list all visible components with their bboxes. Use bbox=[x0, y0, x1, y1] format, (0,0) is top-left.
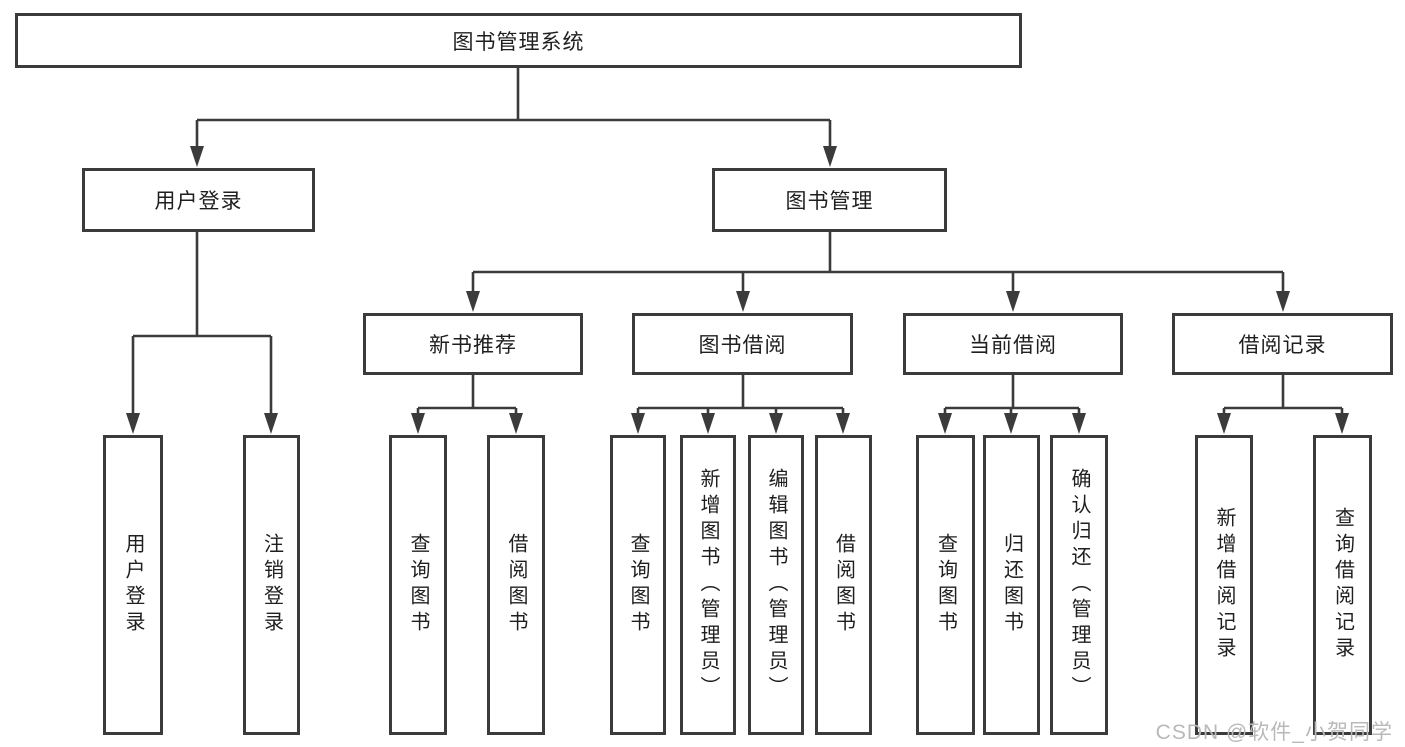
node-book-mgmt-label: 图书管理 bbox=[785, 190, 874, 213]
node-leaf-bb-query: 查询图书 bbox=[610, 435, 666, 735]
arrowhead-bb-query bbox=[631, 413, 645, 434]
node-current-borrow: 当前借阅 bbox=[903, 313, 1123, 375]
arrowhead-br-add bbox=[1217, 413, 1231, 434]
arrowhead-book-borrow bbox=[736, 291, 750, 312]
node-root-label: 图书管理系统 bbox=[452, 30, 585, 54]
arrowhead-cb-return bbox=[1004, 413, 1018, 434]
leaf-nb-query-label: 查询图书 bbox=[407, 533, 429, 637]
node-leaf-cb-return: 归还图书 bbox=[983, 435, 1040, 735]
node-leaf-user-login: 用户登录 bbox=[103, 435, 163, 735]
edge-root-to-level2 bbox=[195, 68, 832, 148]
node-leaf-bb-add: 新增图书（管理员） bbox=[680, 435, 736, 735]
leaf-bb-edit-label: 编辑图书（管理员） bbox=[765, 468, 787, 702]
node-leaf-nb-query: 查询图书 bbox=[389, 435, 447, 735]
leaf-logout-label: 注销登录 bbox=[260, 533, 283, 637]
arrowhead-book-mgmt bbox=[823, 146, 837, 167]
arrowhead-nb-borrow bbox=[509, 413, 523, 434]
arrowhead-current-borrow bbox=[1006, 291, 1020, 312]
edge-new-book-children bbox=[416, 375, 518, 414]
csdn-watermark: CSDN @软件_小贺同学 bbox=[1155, 721, 1393, 744]
node-borrow-record-label: 借阅记录 bbox=[1238, 334, 1327, 357]
edge-borrow-record-children bbox=[1222, 375, 1344, 414]
node-borrow-record: 借阅记录 bbox=[1172, 313, 1393, 375]
edge-current-borrow-children bbox=[943, 375, 1081, 414]
node-leaf-br-query: 查询借阅记录 bbox=[1313, 435, 1372, 735]
node-leaf-bb-edit: 编辑图书（管理员） bbox=[748, 435, 804, 735]
arrowhead-br-query bbox=[1335, 413, 1349, 434]
arrowhead-leaf-login bbox=[126, 413, 140, 434]
node-book-borrow-label: 图书借阅 bbox=[698, 334, 787, 357]
leaf-cb-query-label: 查询图书 bbox=[934, 533, 957, 637]
node-leaf-logout: 注销登录 bbox=[243, 435, 300, 735]
node-leaf-cb-confirm: 确认归还（管理员） bbox=[1050, 435, 1108, 735]
edge-book-mgmt-children bbox=[471, 232, 1285, 292]
leaf-br-query-label: 查询借阅记录 bbox=[1331, 507, 1354, 663]
leaf-bb-query-label: 查询图书 bbox=[627, 533, 649, 637]
arrowhead-cb-query bbox=[938, 413, 952, 434]
leaf-br-add-label: 新增借阅记录 bbox=[1213, 507, 1235, 663]
leaf-bb-add-label: 新增图书（管理员） bbox=[697, 468, 719, 702]
node-new-book-recommend: 新书推荐 bbox=[363, 313, 583, 375]
edge-book-borrow-children bbox=[636, 375, 845, 414]
arrowhead-nb-query bbox=[411, 413, 425, 434]
node-user-login-label: 用户登录 bbox=[154, 190, 243, 213]
node-root-system: 图书管理系统 bbox=[15, 13, 1022, 68]
arrowhead-bb-borrow bbox=[836, 413, 850, 434]
node-current-borrow-label: 当前借阅 bbox=[969, 334, 1057, 357]
node-book-mgmt: 图书管理 bbox=[712, 168, 947, 232]
arrowhead-user-login bbox=[190, 146, 204, 167]
arrowhead-cb-confirm bbox=[1072, 413, 1086, 434]
leaf-bb-borrow-label: 借阅图书 bbox=[832, 533, 855, 637]
arrowhead-bb-edit bbox=[769, 413, 783, 434]
node-leaf-nb-borrow: 借阅图书 bbox=[487, 435, 545, 735]
node-leaf-cb-query: 查询图书 bbox=[916, 435, 975, 735]
node-leaf-br-add: 新增借阅记录 bbox=[1195, 435, 1253, 735]
node-user-login: 用户登录 bbox=[82, 168, 315, 232]
leaf-user-login-label: 用户登录 bbox=[122, 533, 144, 637]
arrowhead-leaf-logout bbox=[264, 413, 278, 434]
leaf-nb-borrow-label: 借阅图书 bbox=[505, 533, 527, 637]
node-new-book-recommend-label: 新书推荐 bbox=[429, 334, 517, 357]
arrowhead-bb-add bbox=[701, 413, 715, 434]
arrowhead-new-book bbox=[466, 291, 480, 312]
leaf-cb-confirm-label: 确认归还（管理员） bbox=[1068, 468, 1090, 702]
node-book-borrow: 图书借阅 bbox=[632, 313, 853, 375]
leaf-cb-return-label: 归还图书 bbox=[1000, 533, 1023, 637]
arrowhead-borrow-record bbox=[1276, 291, 1290, 312]
node-leaf-bb-borrow: 借阅图书 bbox=[815, 435, 872, 735]
edge-user-login-children bbox=[131, 232, 273, 414]
